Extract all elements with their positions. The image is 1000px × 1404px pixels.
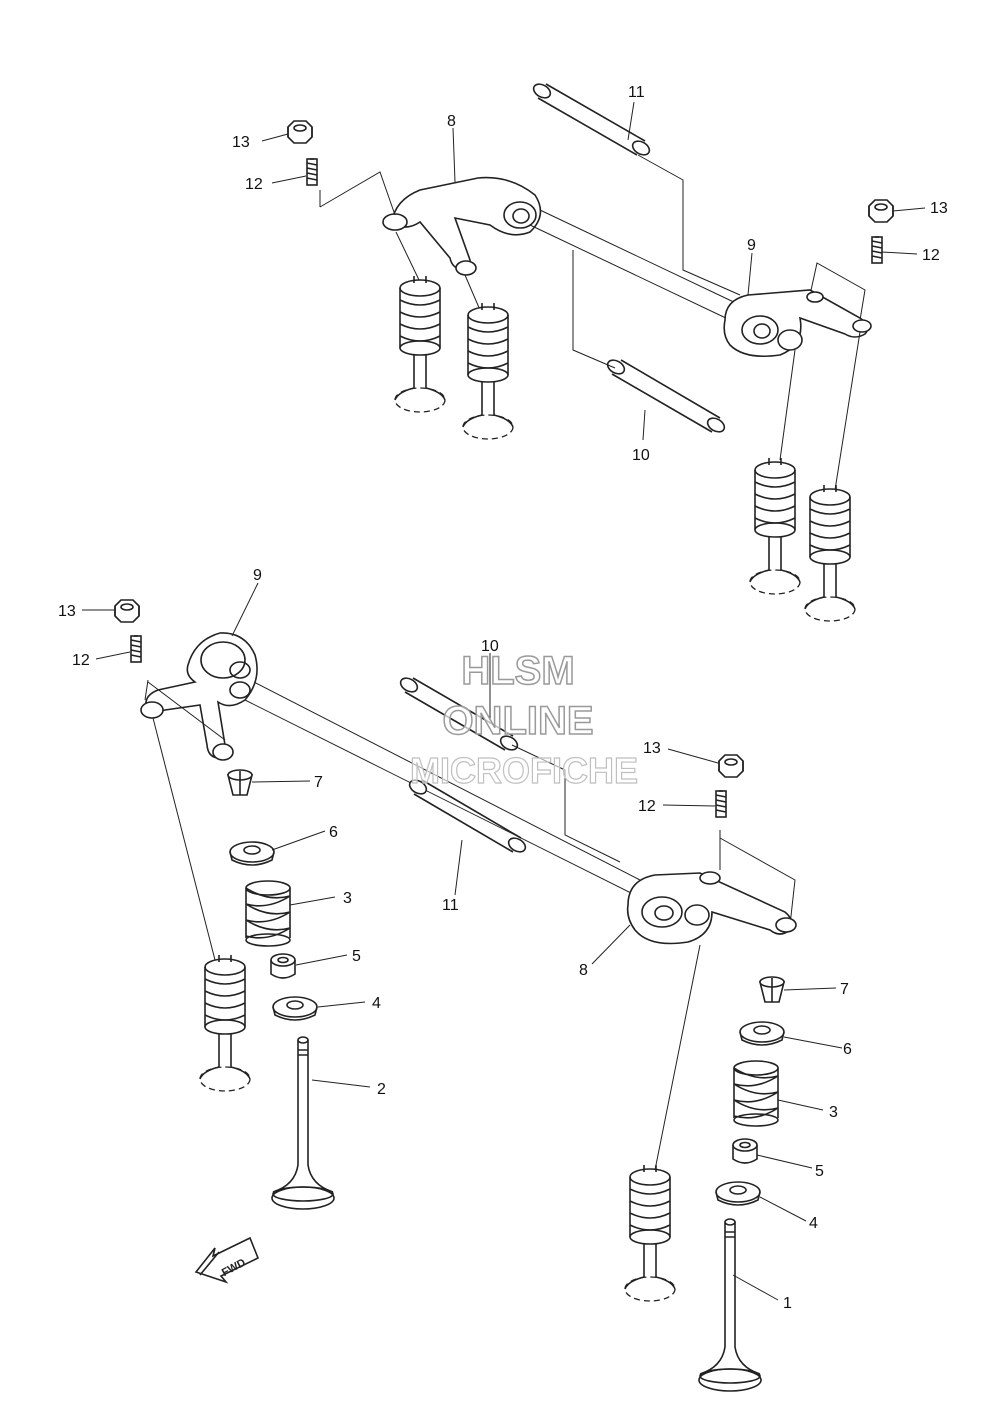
- callout-8-lower: 8: [579, 962, 588, 979]
- callout-4-right: 4: [809, 1215, 818, 1232]
- valve-in-head-upper-3: [749, 457, 801, 595]
- rocker-arm-9-lower: [140, 632, 258, 761]
- upper-cylinder-assembly: [287, 83, 894, 622]
- callout-13-upper-left: 13: [232, 134, 250, 151]
- callout-6-left: 6: [329, 824, 338, 841]
- valve-cotter-7-right: [759, 976, 785, 1003]
- callout-12-lower-right: 12: [638, 798, 656, 815]
- adjusting-screw-12-lower-right: [715, 790, 727, 818]
- callout-3-left: 3: [343, 890, 352, 907]
- valve-in-head-upper-4: [804, 484, 856, 622]
- callout-13-lower-right: 13: [643, 740, 661, 757]
- callout-9-lower: 9: [253, 567, 262, 584]
- rocker-shaft-11-lower: [408, 779, 527, 853]
- callout-4-left: 4: [372, 995, 381, 1012]
- callout-5-right: 5: [815, 1163, 824, 1180]
- valve-2-exhaust: [271, 1036, 335, 1210]
- rocker-shaft-10-lower: [399, 677, 519, 751]
- callout-13-upper-right: 13: [930, 200, 948, 217]
- valve-stem-seal-5-right: [732, 1138, 758, 1164]
- callout-labels: 11 8 13 12 13 12 9 10 9 13 12 10 13 12 7…: [58, 84, 948, 1312]
- valve-retainer-6-right: [739, 1021, 785, 1046]
- callout-10-lower: 10: [481, 638, 499, 655]
- rocker-arm-8-lower: [626, 871, 797, 945]
- nut-13-lower-left: [114, 599, 140, 623]
- callout-5-left: 5: [352, 948, 361, 965]
- callout-6-right: 6: [843, 1041, 852, 1058]
- valve-in-head-lower-right: [624, 1164, 676, 1302]
- valve-spring-3-left: [245, 880, 291, 947]
- lower-cylinder-assembly: [114, 599, 797, 1392]
- rocker-shaft-11-upper: [532, 83, 651, 156]
- adjusting-screw-12-upper-left: [306, 158, 318, 186]
- rocker-arm-9-upper: [723, 289, 872, 358]
- callout-3-right: 3: [829, 1104, 838, 1121]
- leader-lines: [82, 101, 926, 1301]
- valve-retainer-6-left: [229, 841, 275, 866]
- callout-12-upper-right: 12: [922, 247, 940, 264]
- watermark-line-3: MICROFICHE: [410, 750, 638, 791]
- rocker-arm-8-upper: [382, 176, 542, 276]
- callout-1: 1: [783, 1295, 792, 1312]
- callout-11-lower: 11: [442, 897, 459, 914]
- nut-13-lower-right: [718, 754, 744, 778]
- watermark: HLSM ONLINE MICROFICHE: [409, 648, 638, 791]
- callout-2: 2: [377, 1081, 386, 1098]
- valve-in-head-lower-left: [199, 954, 251, 1092]
- callout-12-upper-left: 12: [245, 176, 263, 193]
- adjusting-screw-12-lower-left: [130, 635, 142, 663]
- rocker-shaft-10-upper: [606, 359, 726, 433]
- callout-12-lower-left: 12: [72, 652, 90, 669]
- nut-13-upper-left: [287, 120, 313, 144]
- callout-10-upper: 10: [632, 447, 650, 464]
- valve-in-head-upper-2: [462, 302, 514, 440]
- valve-1-intake: [698, 1218, 762, 1392]
- callout-13-lower-left: 13: [58, 603, 76, 620]
- adjusting-screw-12-upper-right: [871, 236, 883, 264]
- spring-seat-4-right: [715, 1181, 761, 1206]
- watermark-line-1: HLSM: [461, 649, 574, 693]
- nut-13-upper-right: [868, 199, 894, 223]
- callout-11-upper: 11: [628, 84, 645, 101]
- valve-cotter-7-left: [227, 769, 253, 796]
- valve-spring-3-right: [733, 1060, 779, 1127]
- valve-stem-seal-5-left: [270, 953, 296, 979]
- callout-7-right: 7: [840, 981, 849, 998]
- valve-in-head-upper-1: [394, 275, 446, 413]
- callout-9-upper: 9: [747, 237, 756, 254]
- spring-seat-4-left: [272, 996, 318, 1021]
- callout-8-upper: 8: [447, 113, 456, 130]
- callout-7-left: 7: [314, 774, 323, 791]
- forward-direction-arrow: FWD: [194, 1236, 260, 1284]
- watermark-line-2: ONLINE: [442, 699, 593, 743]
